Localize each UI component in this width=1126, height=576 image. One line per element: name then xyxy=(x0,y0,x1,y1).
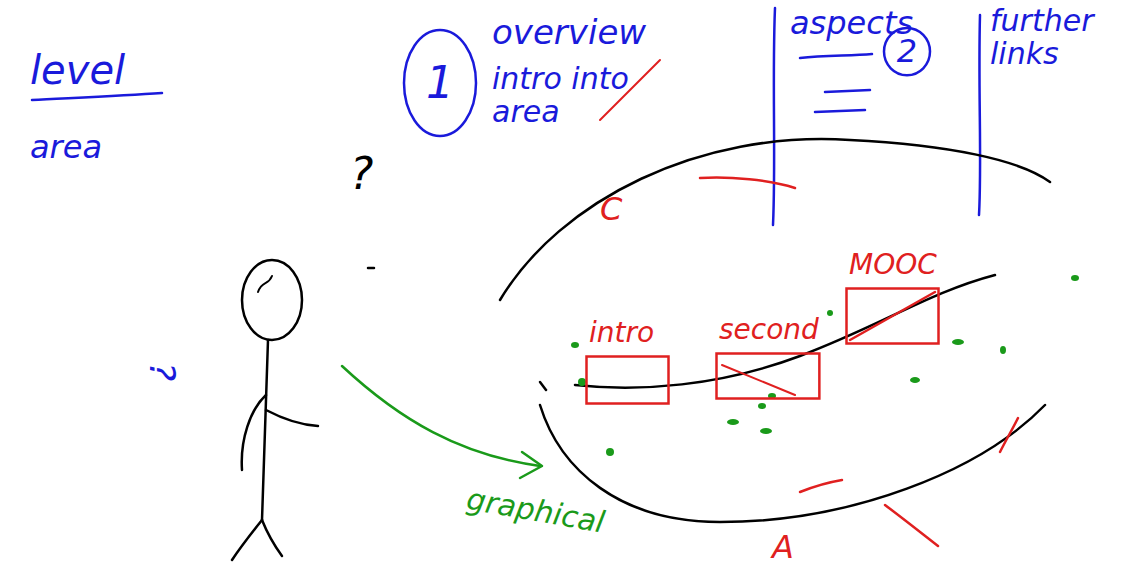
question-mark: ? xyxy=(350,150,373,198)
box-heading: second xyxy=(719,315,819,346)
arrow-label: graphical xyxy=(464,482,607,539)
region-letter: A xyxy=(772,530,794,565)
box-heading: MOOC xyxy=(849,250,937,281)
level-heading: level xyxy=(30,48,125,92)
step-box: MOOC xyxy=(845,287,940,345)
numbered-circle: 1 xyxy=(402,28,478,138)
box-outline xyxy=(585,355,670,405)
circle-number: 1 xyxy=(426,59,454,107)
header-text: overview xyxy=(492,14,646,51)
level-value: area xyxy=(30,130,102,165)
box-outline xyxy=(715,352,821,400)
box-heading: intro xyxy=(589,318,654,349)
step-box: intro xyxy=(585,355,670,405)
step-box: second xyxy=(715,352,821,400)
header-text: aspects xyxy=(790,6,913,41)
header-text: intro into area xyxy=(492,62,662,128)
region-letter: C xyxy=(600,192,622,227)
question-mark: ? xyxy=(142,362,182,381)
header-text: further links xyxy=(990,4,1115,70)
box-outline xyxy=(845,287,940,345)
